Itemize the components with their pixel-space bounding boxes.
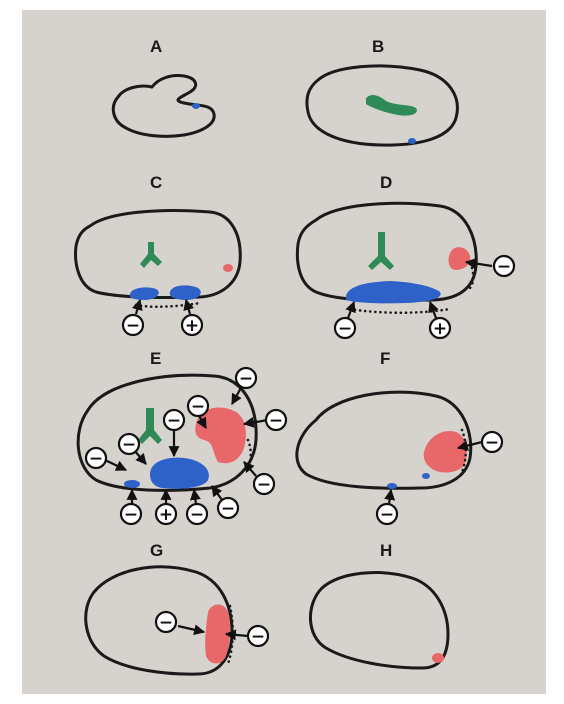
panel-f-badge-minus-ventral: − [377,504,397,525]
panel-g-badge-minus-inner: − [156,612,176,633]
panel-e-label: E [150,349,161,368]
panel-d-label: D [380,173,392,192]
svg-text:+: + [185,316,199,336]
svg-text:−: − [126,316,140,336]
svg-text:−: − [221,499,235,519]
svg-text:−: − [159,613,173,633]
panel-g-badge-minus-outer: − [248,626,268,647]
panel-c-red-label [223,264,233,272]
svg-text:−: − [124,505,138,525]
panel-a-label: A [150,37,162,56]
svg-text:+: + [433,319,447,339]
panel-b-label: B [372,37,384,56]
panel-e-badge-5: − [236,368,256,389]
panel-f-label: F [380,349,390,368]
figure-background [22,10,546,694]
svg-text:−: − [239,369,253,389]
panel-d-badge-plus: + [430,318,450,339]
panel-c-badge-plus: + [182,315,202,336]
svg-text:−: − [497,257,511,277]
panel-b-blue-label [408,138,416,144]
panel-e-badge-8: − [121,504,141,525]
panel-e-blue-label-small [124,480,140,488]
svg-text:−: − [269,411,283,431]
panel-e-badge-3: − [164,410,184,431]
panel-c-label: C [150,173,162,192]
svg-text:−: − [167,411,181,431]
panel-e-badge-9: + [156,504,176,525]
svg-text:−: − [485,433,499,453]
svg-text:−: − [257,475,271,495]
panel-d-badge-minus-lateral: − [494,256,514,277]
panel-e-badge-1: − [86,448,106,469]
svg-text:−: − [338,319,352,339]
panel-c-blue-label-right [170,285,201,300]
panel-d-badge-minus: − [335,318,355,339]
svg-text:+: + [159,505,173,525]
panel-g-label: G [150,541,163,560]
svg-text:−: − [251,627,265,647]
panel-h-label: H [380,541,392,560]
svg-text:−: − [380,505,394,525]
svg-text:−: − [122,435,136,455]
panel-f-blue-label-ventral [387,483,397,489]
panel-e-badge-10: − [187,504,207,525]
svg-text:−: − [191,397,205,417]
panel-e-badge-4: − [188,396,208,417]
panel-e-badge-2: − [119,434,139,455]
panel-e-badge-6: − [266,410,286,431]
panel-h-red-label [432,653,444,663]
svg-text:−: − [190,505,204,525]
panel-e-badge-7: − [254,474,274,495]
panel-f-badge-minus-lateral: − [482,432,502,453]
panel-a-blue-label [192,103,200,109]
panel-e-badge-11: − [218,498,238,519]
panel-c-badge-minus: − [123,315,143,336]
svg-text:−: − [89,449,103,469]
panel-f-blue-label-lateral [422,473,430,479]
